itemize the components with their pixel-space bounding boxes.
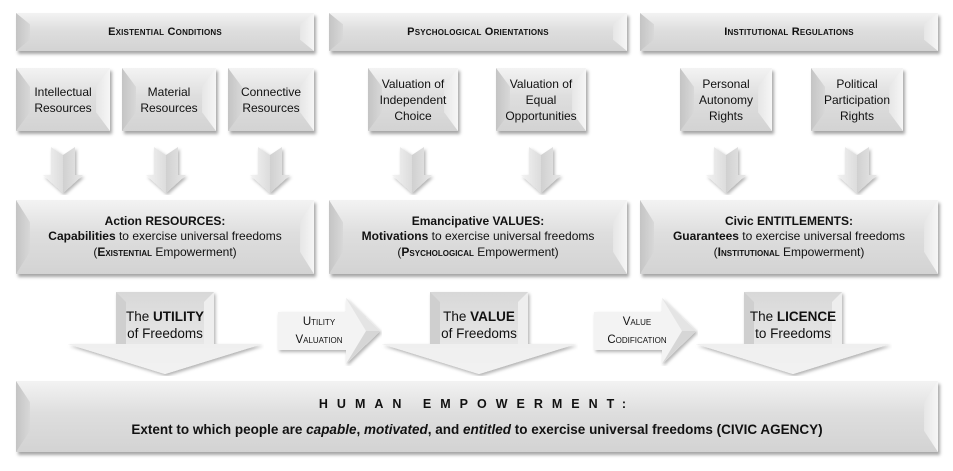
header-label: Psychological Orientations — [407, 26, 549, 38]
connector-value-codification: Value Codification — [592, 296, 698, 366]
big-arrow-value: The VALUE of Freedoms — [380, 290, 578, 376]
arrow-key: LICENCE — [776, 309, 837, 324]
big-arrow-utility: The UTILITY of Freedoms — [66, 290, 264, 376]
paren-open: ( — [93, 244, 98, 259]
footer-sub-suffix: to exercise universal freedoms (CIVIC AG… — [511, 421, 823, 437]
footer-comma: , — [356, 421, 364, 437]
footer-capable: capable — [306, 421, 357, 437]
right-arrow-icon — [594, 298, 696, 364]
arrow-prefix: The — [443, 309, 471, 324]
result-emancipative-values: Emancipative VALUES: Motivations to exer… — [329, 200, 627, 274]
arrow-line2: to Freedoms — [755, 326, 831, 341]
connector-line2: Codification — [607, 334, 667, 346]
right-arrow-icon — [278, 298, 380, 364]
footer-title: HUMAN EMPOWERMENT: — [318, 396, 636, 411]
arrow-prefix: The — [749, 309, 777, 324]
item-material-resources: Material Resources — [122, 68, 216, 131]
arrow-key: VALUE — [470, 309, 515, 324]
footer-sub-prefix: Extent to which people are — [131, 421, 307, 437]
result-action-resources: Action RESOURCES: Capabilities to exerci… — [16, 200, 314, 274]
result-lead: Motivations — [361, 229, 429, 244]
paren-rest: Empowerment) — [779, 244, 865, 259]
big-down-arrow-icon — [68, 292, 262, 374]
paren-open: ( — [397, 244, 402, 259]
paren-rest: Empowerment) — [151, 244, 237, 259]
big-arrow-licence: The LICENCE to Freedoms — [694, 290, 892, 376]
item-political-participation-rights: Political Participation Rights — [811, 68, 903, 131]
item-valuation-equal-opportunities: Valuation of Equal Opportunities — [496, 68, 586, 131]
arrow-prefix: The — [125, 309, 153, 324]
item-label: Valuation of Equal Opportunities — [505, 76, 577, 123]
item-label: Intellectual Resources — [34, 84, 92, 115]
connector-line1: Value — [622, 316, 652, 328]
down-arrow-icon — [43, 147, 83, 193]
down-arrow-icon — [250, 147, 290, 193]
connector-line2: Valuation — [295, 334, 343, 346]
down-arrow-icon — [392, 147, 432, 193]
result-lead: Guarantees — [672, 229, 739, 244]
arrow-key: UTILITY — [153, 309, 204, 324]
result-empowerment-key: Psychological — [401, 244, 474, 259]
paren-open: ( — [713, 244, 718, 259]
result-title: Emancipative VALUES: — [411, 213, 545, 228]
result-empowerment-key: Institutional — [717, 244, 780, 259]
header-label: Existential Conditions — [108, 26, 222, 38]
result-lead: Capabilities — [48, 229, 116, 244]
down-arrow-icon — [706, 147, 746, 193]
header-psychological-orientations: Psychological Orientations — [329, 13, 627, 51]
down-arrow-icon — [837, 147, 877, 193]
item-connective-resources: Connective Resources — [228, 68, 314, 131]
human-empowerment-box: HUMAN EMPOWERMENT: Extent to which peopl… — [16, 381, 938, 452]
footer-and: , and — [427, 421, 463, 437]
item-label: Connective Resources — [240, 84, 302, 115]
big-down-arrow-icon — [382, 292, 576, 374]
result-rest: to exercise universal freedoms — [428, 229, 595, 244]
item-label: Political Participation Rights — [823, 76, 891, 123]
footer-subtitle: Extent to which people are capable, moti… — [131, 422, 822, 437]
result-title: Action RESOURCES: — [104, 213, 226, 228]
footer-motivated: motivated — [363, 421, 428, 437]
arrow-line2: of Freedoms — [127, 326, 203, 341]
item-valuation-independent-choice: Valuation of Independent Choice — [368, 68, 458, 131]
result-rest: to exercise universal freedoms — [115, 229, 282, 244]
result-rest: to exercise universal freedoms — [738, 229, 906, 244]
connector-utility-valuation: Utility Valuation — [276, 296, 382, 366]
footer-entitled: entitled — [463, 421, 512, 437]
item-label: Material Resources — [140, 84, 198, 115]
result-title: Civic ENTITLEMENTS: — [724, 213, 853, 228]
item-label: Valuation of Independent Choice — [379, 76, 447, 123]
header-label: Institutional Regulations — [724, 26, 854, 38]
result-empowerment-key: Existential — [97, 244, 152, 259]
connector-line1: Utility — [302, 316, 336, 328]
item-personal-autonomy-rights: Personal Autonomy Rights — [680, 68, 772, 131]
down-arrow-icon — [521, 147, 561, 193]
result-civic-entitlements: Civic ENTITLEMENTS: Guarantees to exerci… — [640, 200, 938, 274]
header-institutional-regulations: Institutional Regulations — [640, 13, 938, 51]
item-label: Personal Autonomy Rights — [698, 76, 754, 123]
header-existential-conditions: Existential Conditions — [16, 13, 314, 51]
arrow-line2: of Freedoms — [441, 326, 517, 341]
paren-rest: Empowerment) — [473, 244, 559, 259]
big-down-arrow-icon — [696, 292, 890, 374]
down-arrow-icon — [146, 147, 186, 193]
item-intellectual-resources: Intellectual Resources — [16, 68, 110, 131]
